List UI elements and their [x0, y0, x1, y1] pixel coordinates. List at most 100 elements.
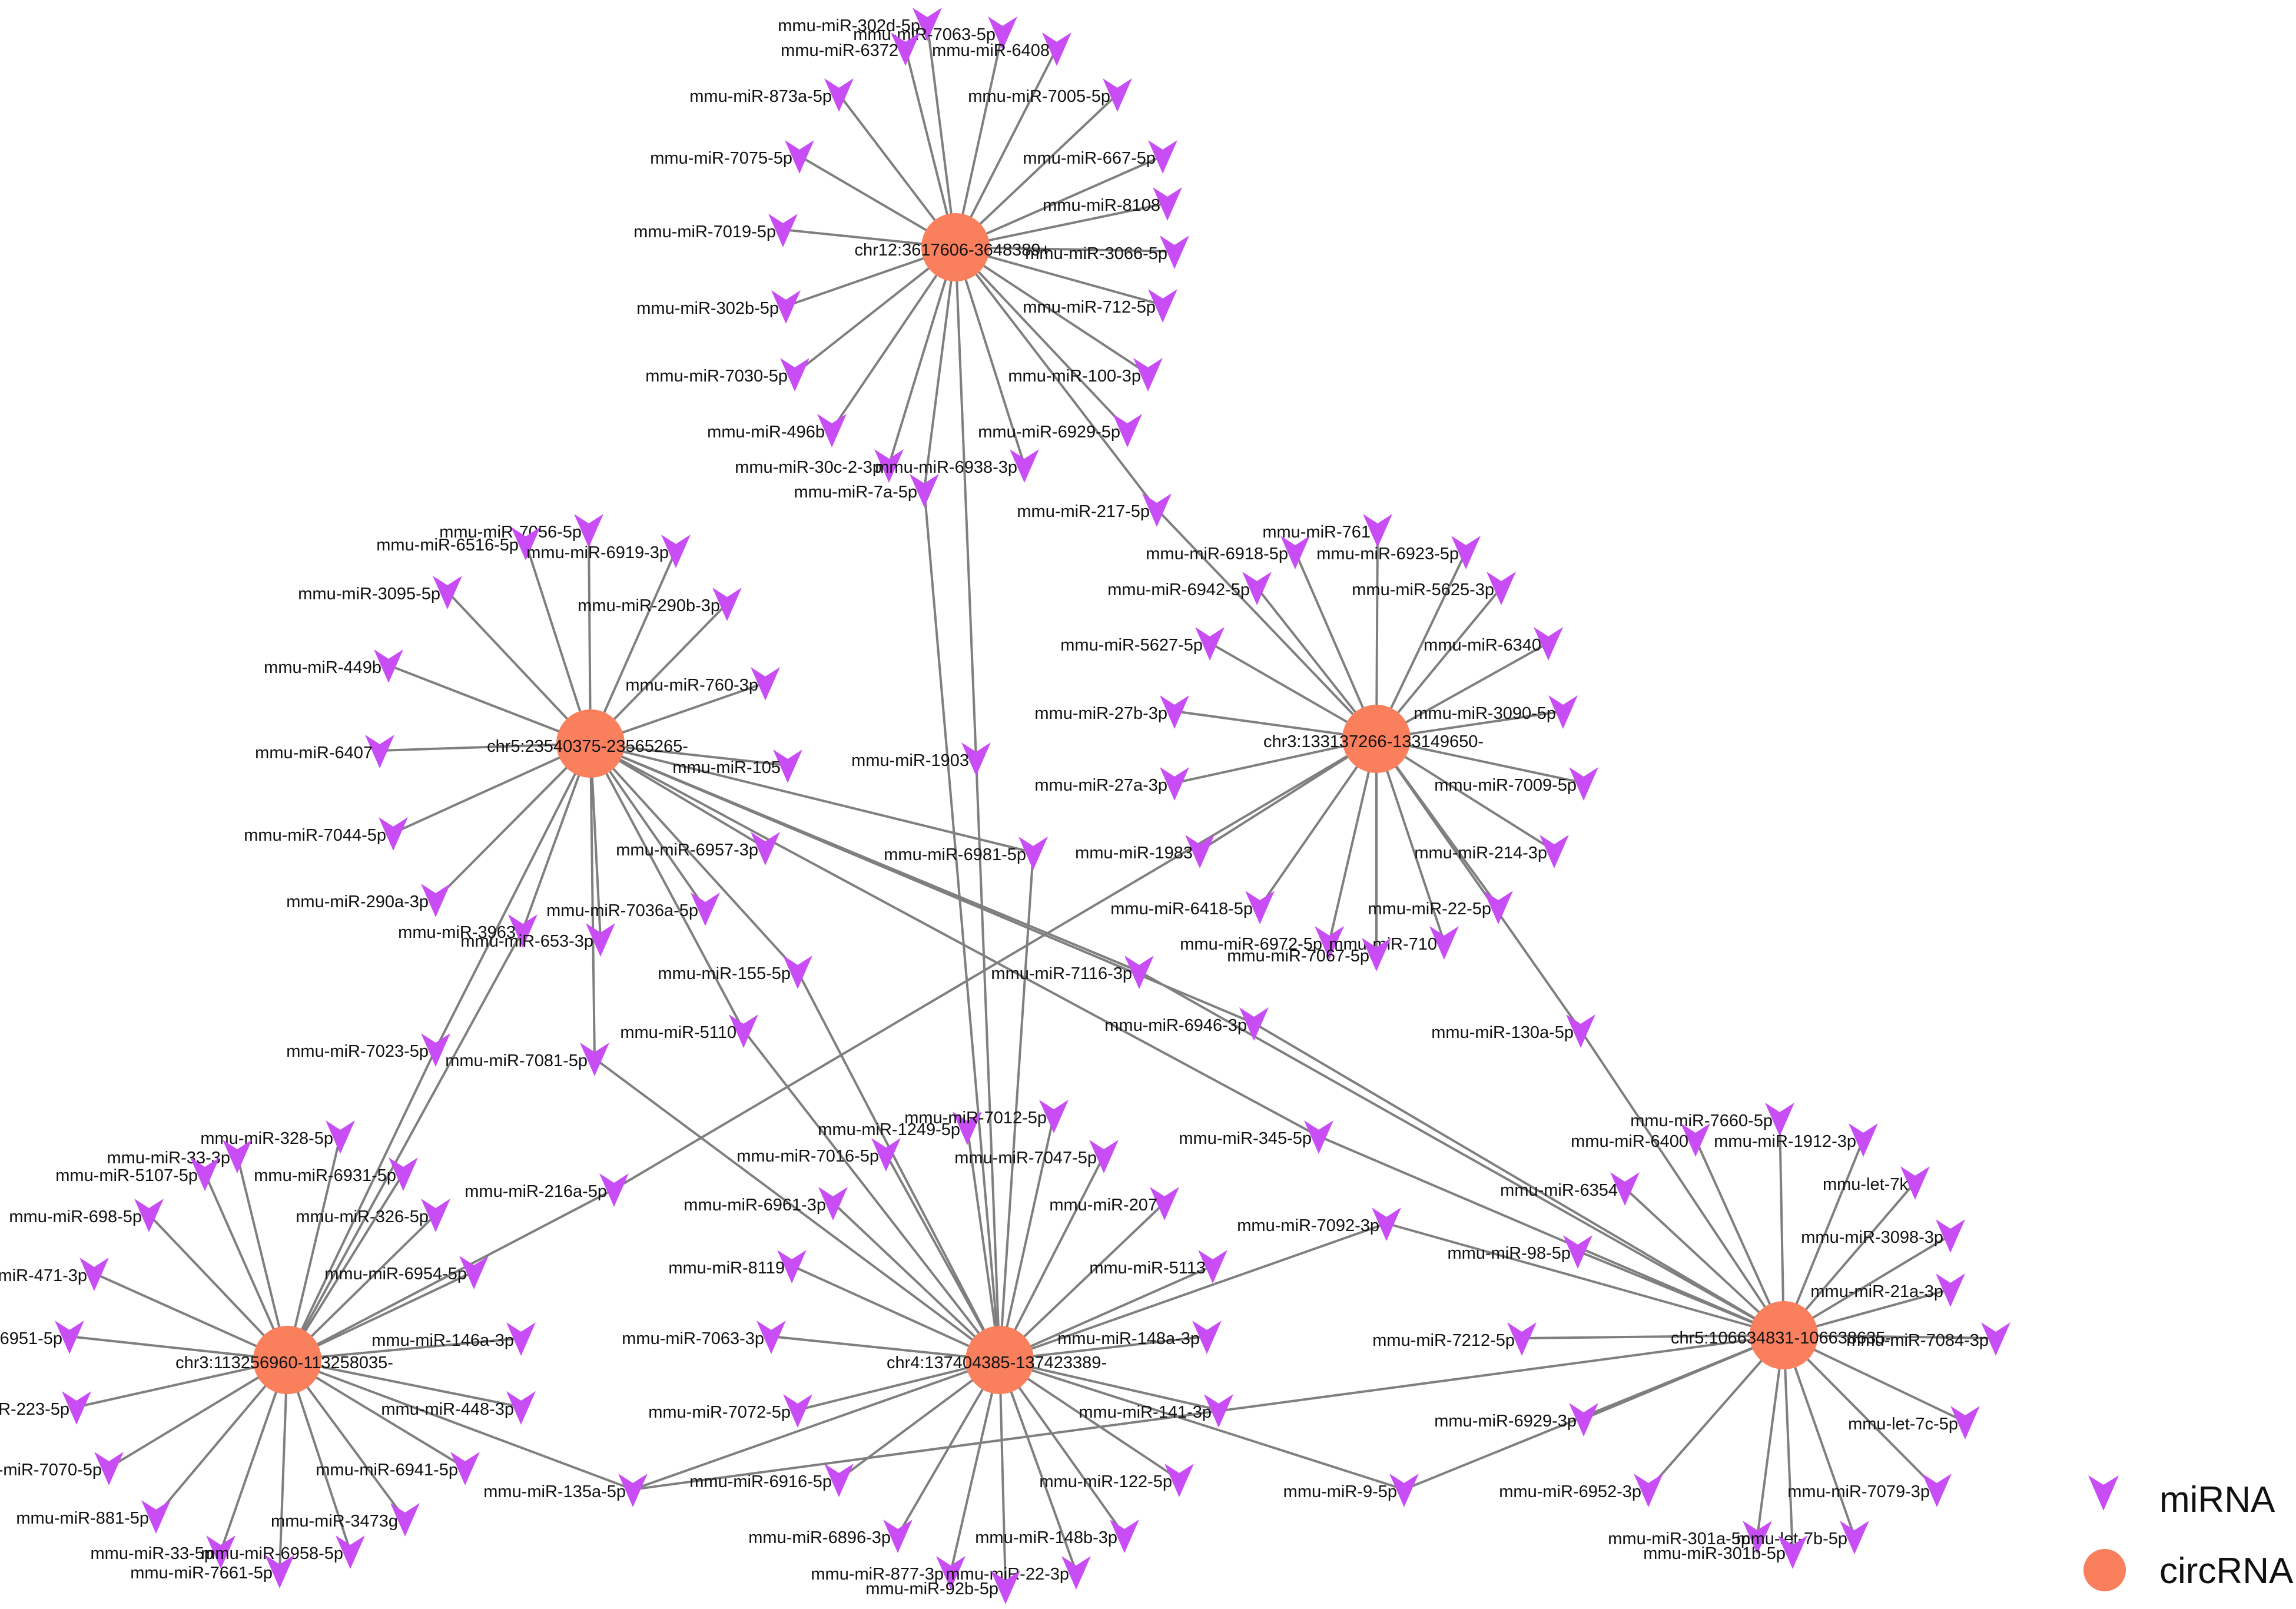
edge: [1779, 1118, 1785, 1336]
circrna-circle: [1750, 1301, 1818, 1369]
mirna-label: mmu-miR-3066-5p: [1025, 244, 1167, 263]
mirna-v-icon: [1242, 572, 1272, 605]
edge: [236, 1155, 288, 1361]
edge: [999, 1265, 1213, 1361]
mirna-node: mmu-miR-302b-5p: [636, 290, 801, 324]
edge: [1783, 1335, 1794, 1552]
mirna-v-icon: [1681, 1123, 1710, 1157]
edge: [1580, 1029, 1785, 1336]
mirna-label: mmu-miR-7056-5p: [439, 523, 582, 542]
edge: [286, 1359, 466, 1469]
edge: [1647, 1334, 1785, 1491]
mirna-v-icon: [1981, 1322, 2010, 1356]
mirna-label: mmu-miR-6952-3p: [1499, 1482, 1641, 1501]
mirna-label: mmu-miR-290a-3p: [286, 893, 429, 911]
mirna-label: mmu-miR-105: [672, 758, 781, 777]
mirna-v-icon: [1451, 536, 1481, 569]
mirna-label: mmu-miR-30c-2-3p: [735, 458, 882, 477]
mirna-v-icon: [1010, 449, 1039, 483]
mirna-node: mmu-miR-471-3p: [0, 1258, 109, 1291]
mirna-v-icon: [421, 884, 450, 917]
mirna-v-icon: [1042, 32, 1071, 66]
mirna-node: mmu-miR-3473g: [271, 1503, 420, 1537]
mirna-v-icon: [506, 1322, 536, 1356]
edge: [923, 247, 957, 490]
mirna-v-icon: [1487, 572, 1516, 605]
edge: [388, 664, 591, 745]
edge: [1376, 738, 1584, 784]
edge: [286, 930, 524, 1361]
mirna-node: mmu-miR-9-5p: [1283, 1474, 1419, 1507]
edge: [589, 550, 677, 744]
mirna-v-icon: [783, 956, 812, 989]
circrna-label: chr3:113256960-113258035-: [175, 1353, 393, 1372]
mirna-label: mmu-miR-155-5p: [658, 964, 791, 983]
mirna-node: mmu-miR-5107-5p: [55, 1157, 220, 1191]
circrna-circle: [965, 1326, 1034, 1394]
edge: [1174, 738, 1377, 784]
mirna-label: mmu-miR-7075-5p: [650, 149, 792, 168]
mirna-label: mmu-miR-3473g: [271, 1512, 398, 1531]
edge: [1253, 1022, 1785, 1336]
circrna-label: chr5:106634831-106638635-: [1671, 1329, 1891, 1348]
edge: [589, 743, 745, 1031]
edge: [904, 48, 957, 248]
mirna-v-icon: [1142, 493, 1172, 527]
mirna-node: mmu-miR-141-3p: [1079, 1394, 1233, 1428]
mirna-label: mmu-miR-7212-5p: [1372, 1331, 1515, 1350]
mirna-node: mmu-miR-449b: [264, 649, 403, 683]
mirna-node: mmu-miR-302d-5p: [778, 8, 942, 41]
edge: [1583, 1334, 1784, 1420]
edge: [590, 742, 1319, 1137]
mirna-label: mmu-miR-141-3p: [1079, 1403, 1212, 1422]
mirna-label: mmu-miR-135a-5p: [483, 1482, 626, 1501]
edge: [954, 247, 1026, 466]
mirna-v-icon: [459, 1256, 489, 1289]
mirna-v-icon: [1245, 891, 1275, 924]
mirna-v-icon: [94, 1452, 124, 1485]
mirna-node: mmu-miR-6942-5p: [1107, 572, 1272, 605]
edge: [954, 246, 1158, 510]
edge: [287, 1270, 475, 1361]
mirna-node: mmu-miR-6972-5p: [1180, 926, 1344, 960]
circrna-label: chr4:137404385-137423389-: [887, 1353, 1107, 1372]
edge: [999, 1359, 1219, 1411]
mirna-v-icon: [389, 1157, 418, 1191]
mirna-node: mmu-miR-6407: [255, 735, 394, 768]
mirna-node: mmu-miR-7661-5p: [130, 1555, 294, 1588]
mirna-v-icon: [1185, 835, 1215, 868]
mirna-v-icon: [936, 1556, 965, 1590]
mirna-label: mmu-miR-7063-3p: [622, 1329, 764, 1348]
edge: [1783, 1335, 1856, 1537]
edge: [888, 247, 957, 466]
mirna-v-icon: [1239, 1007, 1269, 1041]
edge: [287, 1337, 522, 1361]
mirna-node: mmu-miR-712-5p: [1023, 289, 1177, 323]
mirna-v-icon: [62, 1391, 91, 1425]
mirna-v-icon: [1634, 1474, 1663, 1507]
mirna-label: mmu-miR-214-3p: [1414, 844, 1547, 862]
mirna-node: mmu-miR-6354: [1500, 1172, 1640, 1206]
mirna-label: mmu-miR-7030-5p: [645, 367, 788, 386]
mirna-v-icon: [751, 832, 780, 865]
mirna-label: mmu-miR-301b-5p: [1643, 1544, 1786, 1563]
mirna-node: mmu-miR-7030-5p: [645, 358, 809, 392]
mirna-v-icon: [1195, 627, 1225, 661]
edge: [791, 1265, 1000, 1361]
mirna-label: mmu-miR-3095-5p: [298, 585, 440, 603]
mirna-node: mmu-miR-6938-3p: [875, 449, 1039, 483]
edge: [434, 742, 592, 901]
mirna-node: mmu-miR-7063-3p: [622, 1321, 786, 1354]
edge: [999, 1222, 1387, 1361]
edge: [1783, 1334, 1996, 1339]
mirna-label: mmu-miR-6516-5p: [376, 536, 519, 555]
mirna-label: mmu-miR-667-5p: [1023, 149, 1156, 168]
mirna-v-icon: [1539, 835, 1569, 868]
edge: [998, 1155, 1105, 1361]
mirna-label: mmu-miR-881-5p: [16, 1509, 149, 1528]
mirna-node: mmu-miR-6418-5p: [1110, 891, 1275, 924]
mirna-node: mmu-miR-653-3p: [460, 923, 615, 957]
legend-circrna-icon: [2083, 1549, 2126, 1591]
mirna-node: mmu-miR-6516-5p: [376, 527, 540, 560]
mirna-v-icon: [390, 1503, 420, 1537]
